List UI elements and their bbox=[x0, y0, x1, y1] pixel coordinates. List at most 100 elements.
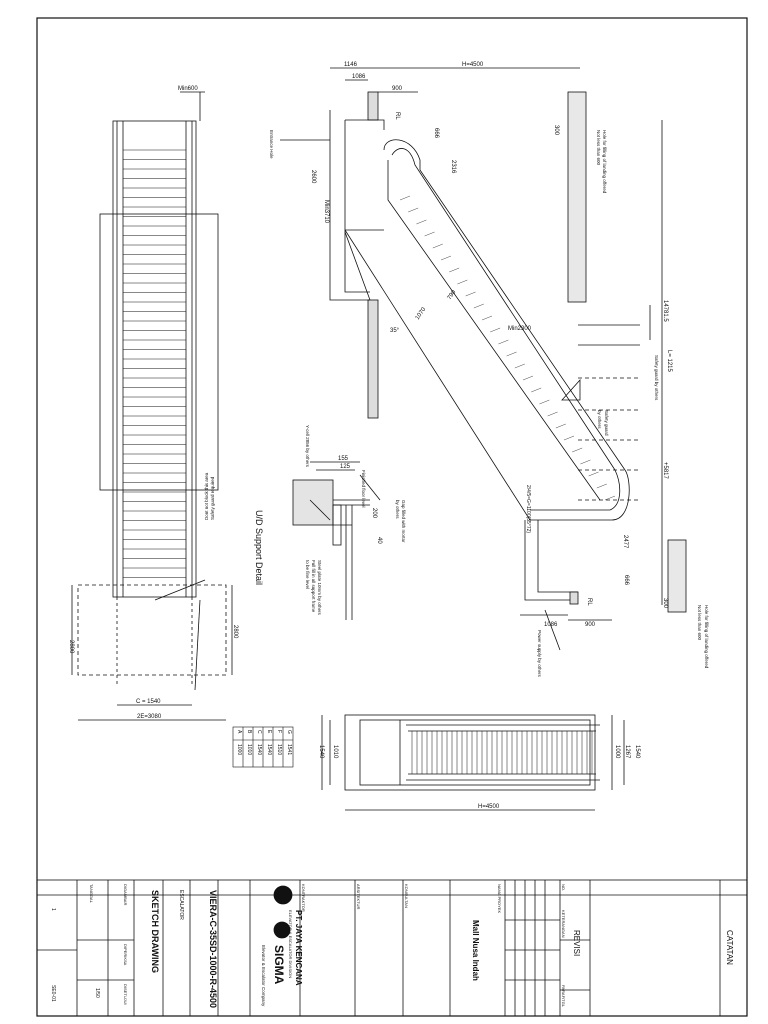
elev-dim-min2300: Min2300 bbox=[508, 326, 532, 332]
elev-dim-min3710: Min3710 bbox=[323, 200, 329, 224]
elev-dim-790: 790 bbox=[447, 289, 458, 301]
incline-step-line bbox=[563, 435, 575, 441]
col-digambar-label: DIGAMBAR bbox=[123, 884, 128, 905]
elev-dim-900-bot: 900 bbox=[585, 622, 596, 628]
elev-dim-666-top: 666 bbox=[433, 128, 439, 139]
param-value: 1540 bbox=[266, 744, 272, 755]
elev-dim-1070: 1070 bbox=[415, 306, 428, 321]
support-note-3: Gap filled with mortar bbox=[401, 500, 406, 543]
bplan-dim-1540-left: 1540 bbox=[318, 745, 324, 759]
col-disetujui-label: DISETUJUI bbox=[123, 984, 128, 1005]
drawing-number: SE0-01 bbox=[50, 985, 56, 1002]
sigma-brand: SIGMA bbox=[272, 945, 286, 985]
elev-dim-1086-top: 1086 bbox=[352, 74, 366, 80]
elev-dim-2316: 2316 bbox=[450, 160, 456, 174]
param-table bbox=[232, 726, 294, 768]
param-key: G bbox=[286, 730, 292, 734]
elev-dim-900-top: 900 bbox=[392, 86, 403, 92]
support-note-7: to be fine level bbox=[305, 560, 310, 589]
bplan-dim-1000: 1000 bbox=[614, 745, 620, 759]
incline-steps bbox=[399, 195, 616, 501]
revisi-label: REVISI bbox=[572, 930, 581, 956]
elev-note-safety-3: by others bbox=[597, 410, 602, 429]
elev-note-top-1: Hole for filling of landing offered bbox=[602, 130, 607, 194]
plan-dim-c: C = 1540 bbox=[136, 699, 161, 705]
incline-step-line bbox=[522, 375, 534, 381]
incline-step-line bbox=[539, 399, 550, 405]
bplan-dim-1540: 1540 bbox=[634, 745, 640, 759]
support-note-4: by others bbox=[395, 500, 400, 519]
param-value: 1510 bbox=[276, 744, 282, 755]
col-paraf-label: PARAF/TGL bbox=[561, 985, 566, 1008]
incline-step-line bbox=[547, 411, 558, 417]
param-key: E bbox=[266, 730, 272, 734]
support-detail bbox=[292, 461, 381, 620]
elev-dim-1086-bot: 1086 bbox=[544, 622, 558, 628]
elev-entrance: Entrance Hole bbox=[269, 130, 274, 159]
plan-view-bottom bbox=[321, 714, 625, 811]
incline-step-line bbox=[432, 243, 443, 249]
company-tagline: ELEVATOR & ESCALATOR DIVISION bbox=[288, 910, 293, 978]
elev-dim-formula: 2/4/5=G=1100(35°72) bbox=[525, 485, 531, 533]
incline-step-line bbox=[506, 351, 517, 357]
plan-dim-2800-left: 2800 bbox=[68, 640, 74, 654]
col-pemilik-label: NAMA PROYEK bbox=[497, 884, 502, 913]
incline-step-line bbox=[408, 207, 419, 213]
incline-step-line bbox=[424, 231, 435, 237]
col-keterangan-label: KETERANGAN bbox=[561, 910, 566, 938]
elev-rl-bot: RL bbox=[586, 598, 592, 606]
elev-dim-300-top: 300 bbox=[553, 125, 559, 136]
param-key: B bbox=[246, 730, 252, 734]
support-note-2: Finished floor level bbox=[361, 470, 366, 508]
param-key: A bbox=[236, 730, 242, 734]
bottom-plan-steps bbox=[411, 731, 593, 774]
elev-note-safety-2: Safety guard bbox=[604, 410, 609, 436]
support-dim-155: 155 bbox=[338, 456, 349, 462]
col-tanggal-label: TANGGAL bbox=[89, 884, 94, 904]
company-name: PT. JAYA KENCANA bbox=[294, 910, 303, 986]
incline-step-line bbox=[531, 387, 542, 393]
col-kontraktor-label: KONTRAKTOR bbox=[301, 884, 306, 912]
param-value: 1540 bbox=[256, 744, 262, 755]
bplan-dim-1010: 1010 bbox=[332, 745, 338, 759]
incline-step-line bbox=[465, 291, 476, 297]
support-dim-200: 200 bbox=[371, 508, 377, 519]
catatan-label: CATATAN bbox=[725, 930, 734, 965]
incline-step-line bbox=[457, 279, 468, 285]
incline-step-line bbox=[555, 423, 566, 429]
elev-note-safety-1: Safety guard by others bbox=[654, 355, 659, 401]
incline-step-line bbox=[416, 219, 427, 225]
plan-view-top bbox=[71, 91, 233, 721]
title-block bbox=[36, 879, 748, 1017]
col-no-label: NO. bbox=[561, 884, 566, 891]
elev-note-bot-1: Hole for filling of landing offered bbox=[704, 605, 709, 669]
incline-step-line bbox=[449, 267, 460, 273]
elev-angle: 35° bbox=[390, 328, 400, 334]
elev-dim-l: L= 1215 bbox=[666, 350, 672, 373]
incline-step-line bbox=[399, 195, 411, 201]
elev-dim-2477: 2477 bbox=[622, 535, 628, 549]
param-value: 1000 bbox=[236, 744, 242, 755]
support-note-5: Steel plate 10mm by others bbox=[317, 560, 322, 616]
incline-step-line bbox=[580, 459, 591, 465]
col-arsitek-label: ARSITEKTUR bbox=[356, 884, 361, 909]
elev-dim-14781: 14781.5 bbox=[662, 300, 668, 322]
incline-step-line bbox=[490, 327, 501, 333]
sheet-border bbox=[36, 17, 748, 1017]
support-note-1: Y-cell 2856 by others bbox=[305, 425, 310, 468]
incline-step-line bbox=[572, 447, 583, 453]
elev-dim-300-bot: 300 bbox=[662, 598, 668, 609]
support-dim-40: 40 bbox=[376, 537, 382, 544]
col-diperiksa-label: DIPERIKSA bbox=[123, 944, 128, 966]
param-value: 1010 bbox=[246, 744, 252, 755]
elev-rl-top: RL bbox=[394, 112, 400, 120]
elev-note-power: Power supply by others bbox=[537, 630, 542, 678]
plan-dim-2e: 2E=3080 bbox=[137, 714, 162, 720]
plan-entrance-note-2: Safety guard required bbox=[210, 476, 215, 520]
plan-dim-2800-right: 2800 bbox=[232, 625, 238, 639]
support-dim-125: 125 bbox=[340, 464, 351, 470]
bplan-dim-h: H=4500 bbox=[478, 804, 500, 810]
bplan-dim-1267: 1267 bbox=[624, 745, 630, 759]
elev-dim-h-total: H=4500 bbox=[462, 62, 484, 68]
incline-step-line bbox=[498, 339, 509, 345]
